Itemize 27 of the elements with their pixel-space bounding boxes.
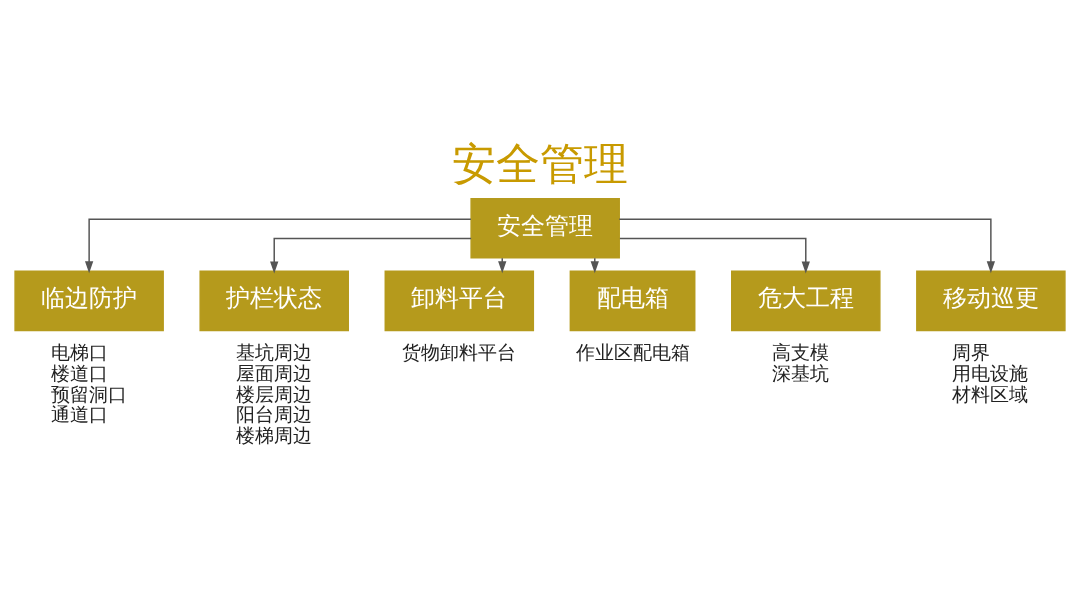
node-box: 危大工程	[731, 269, 881, 331]
arrow	[618, 218, 996, 273]
node-label: 楼层周边	[235, 382, 312, 406]
node-label: 深基坑	[771, 361, 829, 385]
node-box: 安全管理	[470, 197, 620, 259]
node-box: 配电箱	[569, 269, 696, 331]
node-box: 临边防护	[14, 269, 164, 331]
node-label: 周界	[952, 340, 991, 364]
arrow	[84, 218, 472, 273]
arrow	[270, 237, 472, 273]
node-label: 楼道口	[50, 361, 108, 385]
node-label: 电梯口	[50, 340, 108, 364]
node-label: 材料区域	[952, 382, 1029, 406]
node-label: 高支模	[771, 340, 829, 364]
node-label: 屋面周边	[235, 361, 312, 385]
diagram-title: 安全管理	[452, 137, 628, 189]
node-box: 卸料平台	[384, 269, 535, 331]
node-label: 预留洞口	[50, 382, 127, 406]
arrow	[619, 237, 810, 273]
node-label: 楼梯周边	[235, 423, 312, 447]
arrow	[590, 256, 599, 273]
node-label: 作业区配电箱	[575, 340, 690, 364]
node-label: 货物卸料平台	[402, 340, 517, 364]
node-box: 移动巡更	[916, 269, 1066, 331]
node-label: 基坑周边	[235, 340, 312, 364]
node-label: 用电设施	[952, 361, 1029, 385]
node-box: 护栏状态	[199, 269, 349, 331]
